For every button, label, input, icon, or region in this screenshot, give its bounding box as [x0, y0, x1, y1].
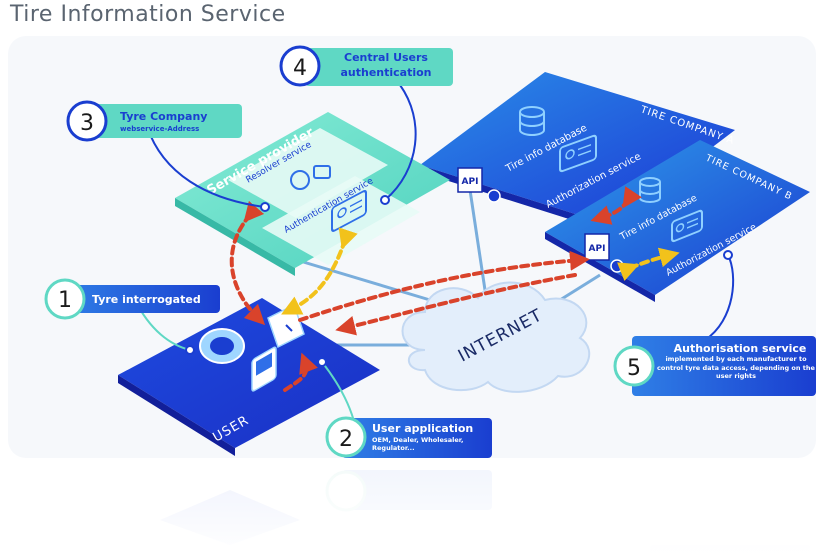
callout-1-title: Tyre interrogated [92, 293, 201, 306]
api-label-a: API [462, 177, 479, 187]
arrow-api-database [590, 186, 642, 225]
arrow-user-resolver [229, 200, 266, 326]
arrow-user-company-request [298, 250, 590, 322]
user-panel: USER [118, 298, 380, 456]
page-title: Tire Information Service [10, 2, 286, 27]
cursor-icon [285, 324, 293, 332]
callout-central-users-authentication: Central Users authentication 4 [279, 45, 453, 87]
arrow-user-authentication [281, 227, 358, 315]
authentication-card-icon [331, 189, 367, 232]
globe-icon [290, 170, 310, 190]
callout-2-subtitle: OEM, Dealer, Wholesaler, Regulator... [372, 436, 464, 452]
gear-icon [610, 259, 624, 273]
api-box-a: API [457, 167, 501, 203]
tire-icon [199, 328, 245, 364]
callout-authorisation-service: 5 Authorisation service implemented by e… [613, 336, 816, 396]
callout-4-title: Central Users authentication [340, 51, 432, 79]
callout-5-subtitle: implemented by each manufacturer to cont… [657, 355, 815, 380]
callout-4-number: 4 [293, 56, 307, 81]
callout-tyre-interrogated: 1 Tyre interrogated [44, 278, 220, 320]
database-icon [519, 106, 545, 136]
tire-company-b-panel: API TIRE COMPANY B Tire info database Au… [545, 140, 810, 302]
callout-5-title: Authorisation service [674, 342, 807, 355]
callout-user-application: 2 User application OEM, Dealer, Wholesal… [325, 416, 492, 458]
callout-1-number: 1 [58, 288, 72, 313]
callout-3-subtitle: webservice-Address [120, 125, 199, 133]
api-label-b: API [589, 244, 606, 254]
callout-tyre-company: 3 Tyre Company webservice-Address [66, 100, 242, 142]
authorization-card-icon [559, 134, 597, 173]
authorization-card-icon [671, 209, 703, 243]
data-flow-arrows [229, 186, 680, 392]
gear-icon [487, 189, 501, 203]
callout-3-title: Tyre Company [120, 110, 207, 123]
arrow-api-authorization [617, 247, 680, 281]
internet-cloud: INTERNET [401, 281, 591, 393]
callout-3-number: 3 [80, 111, 94, 136]
wifi-icon [313, 165, 331, 179]
reflection-fade [0, 462, 818, 557]
callout-5-number: 5 [627, 356, 641, 381]
arrow-company-user-response [335, 273, 577, 336]
arrow-device-terminal [283, 352, 318, 392]
callout-2-title: User application [372, 422, 473, 435]
mobile-device-icon [251, 346, 277, 392]
callout-2-number: 2 [339, 427, 353, 452]
